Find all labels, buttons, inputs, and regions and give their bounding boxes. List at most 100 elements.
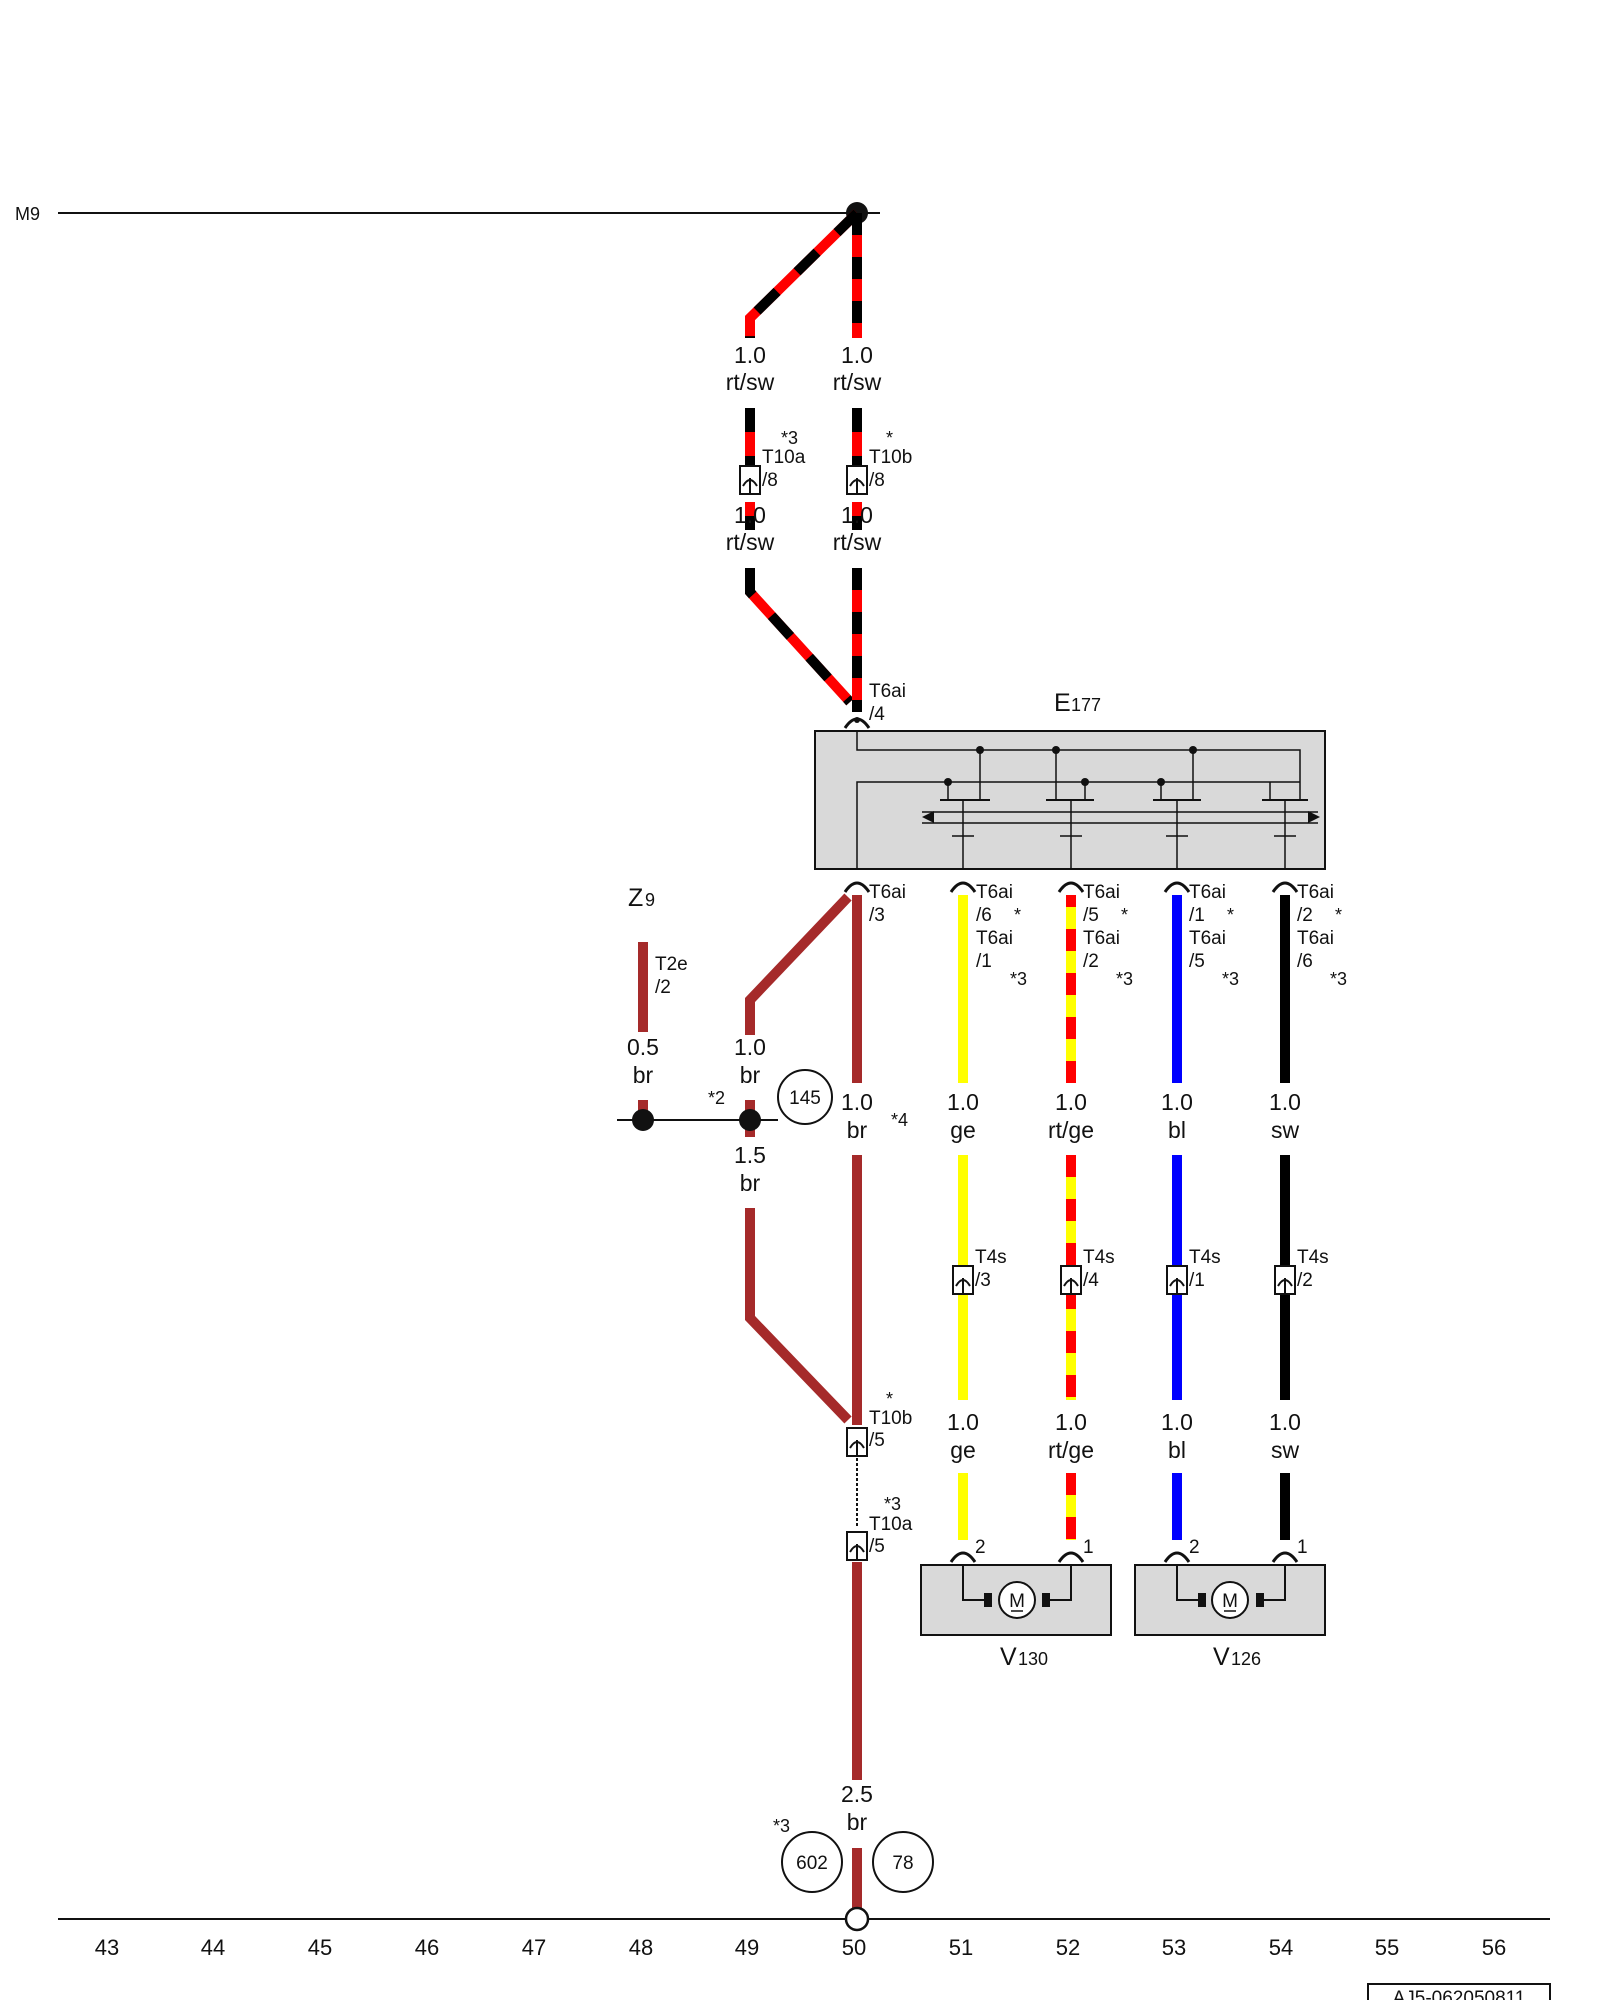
column-number: 54 xyxy=(1269,1935,1293,1960)
wire-49-gauge-mid: 1.0 xyxy=(734,502,766,528)
out-ge-pin: /6 xyxy=(976,905,992,926)
column-number: 48 xyxy=(629,1935,653,1960)
out-bl-name: T6ai xyxy=(1189,882,1226,903)
wire-50-gauge-mid: 1.0 xyxy=(841,502,873,528)
t10a-8-name: T10a xyxy=(762,447,806,468)
column-number: 45 xyxy=(308,1935,332,1960)
out-rtge-note: * xyxy=(1121,905,1128,925)
out-sw-alt-pin: /6 xyxy=(1297,951,1313,972)
out-rtge-alt-note: *3 xyxy=(1116,969,1133,989)
t2e-pin: /2 xyxy=(655,977,671,998)
out-rtge-name: T6ai xyxy=(1083,882,1120,903)
wire-49-br-color-upper: br xyxy=(740,1062,761,1088)
ground-point xyxy=(844,1906,870,1932)
t4s-3-name: T4s xyxy=(975,1247,1007,1268)
wire-49-br-gauge-lower: 1.5 xyxy=(734,1142,766,1168)
wire-54-gauge-upper: 1.0 xyxy=(1269,1089,1301,1115)
t4s-2-pin: /2 xyxy=(1297,1270,1313,1291)
ref-78-circle xyxy=(872,1831,934,1893)
t10b-5-pin: /5 xyxy=(869,1430,885,1451)
z9-wire-gauge: 0.5 xyxy=(627,1034,659,1060)
v126-number: 126 xyxy=(1231,1649,1261,1669)
splice-48 xyxy=(632,1109,654,1131)
out-bl-pin: /1 xyxy=(1189,905,1205,926)
out-sw-pin: /2 xyxy=(1297,905,1313,926)
v130-pin-2: 2 xyxy=(975,1537,986,1558)
z9-wire-color: br xyxy=(633,1062,654,1088)
motor-v130 xyxy=(920,1564,1112,1636)
e177-output-pins xyxy=(843,881,1299,893)
v126-letter: V xyxy=(1213,1643,1230,1671)
ref-602-circle xyxy=(781,1831,843,1893)
t4s-1-pin: /1 xyxy=(1189,1270,1205,1291)
t10a-8-pin: /8 xyxy=(762,470,778,491)
wire-49-color-mid: rt/sw xyxy=(726,529,775,555)
v126-pin-1: 1 xyxy=(1297,1537,1308,1558)
wire-49-color-top: rt/sw xyxy=(726,369,775,395)
t4s-3-pin: /3 xyxy=(975,1270,991,1291)
column-number: 44 xyxy=(201,1935,225,1960)
out-sw-alt-name: T6ai xyxy=(1297,928,1334,949)
t10b-8-note: * xyxy=(886,428,893,448)
splice-49 xyxy=(739,1109,761,1131)
wire-51-gauge-lower: 1.0 xyxy=(947,1409,979,1435)
connector-t10b-8 xyxy=(846,465,868,495)
wire-50-br-gauge: 1.0 xyxy=(841,1089,873,1115)
t10a-5-note: *3 xyxy=(884,1494,901,1514)
ref-78: 78 xyxy=(892,1853,913,1874)
wire-50-br-note: *4 xyxy=(891,1110,908,1130)
connector-t10a-8 xyxy=(739,465,761,495)
wire-49-rt-sw xyxy=(745,209,861,706)
doc-id-box xyxy=(1367,1983,1551,2000)
t10a-5-name: T10a xyxy=(869,1514,913,1535)
out-sw-name: T6ai xyxy=(1297,882,1334,903)
e177-letter: E xyxy=(1054,689,1071,717)
ref-145-circle xyxy=(777,1069,833,1125)
connector-t10b-5 xyxy=(846,1427,868,1457)
v126-pin-2: 2 xyxy=(1189,1537,1200,1558)
wire-50-color-top: rt/sw xyxy=(833,369,882,395)
v130-number: 130 xyxy=(1018,1649,1048,1669)
doc-id: AJ5-062050811 xyxy=(1393,1988,1526,2000)
out-rtge-pin: /5 xyxy=(1083,905,1099,926)
connector-t10a-5 xyxy=(846,1531,868,1561)
v126-symbol: M xyxy=(1222,1591,1238,1612)
wire-53-color-lower: bl xyxy=(1168,1437,1186,1463)
wire-51-color-lower: ge xyxy=(950,1437,976,1463)
ground-note: *3 xyxy=(773,1816,790,1836)
wire-54-gauge-lower: 1.0 xyxy=(1269,1409,1301,1435)
wire-50-color-mid: rt/sw xyxy=(833,529,882,555)
wire-52-gauge-lower: 1.0 xyxy=(1055,1409,1087,1435)
t4s-connectors xyxy=(952,1265,1296,1295)
wire-52-color-upper: rt/ge xyxy=(1048,1117,1094,1143)
t4s-1-name: T4s xyxy=(1189,1247,1221,1268)
ground-wire-color: br xyxy=(847,1809,868,1835)
t10b-5-note: * xyxy=(886,1389,893,1409)
out-bl-note: * xyxy=(1227,905,1234,925)
rail-label-m9: M9 xyxy=(15,204,40,224)
wire-52-color-lower: rt/ge xyxy=(1048,1437,1094,1463)
out-ge-alt-pin: /1 xyxy=(976,951,992,972)
t4s-4-name: T4s xyxy=(1083,1247,1115,1268)
out-ge-alt-name: T6ai xyxy=(976,928,1013,949)
e177-out-3-pin: /3 xyxy=(869,905,885,926)
t4s-2-name: T4s xyxy=(1297,1247,1329,1268)
t4s-4-pin: /4 xyxy=(1083,1270,1099,1291)
ref-602: 602 xyxy=(796,1853,828,1874)
column-number: 50 xyxy=(842,1935,866,1960)
v130-symbol: M xyxy=(1009,1591,1025,1612)
out-sw-alt-note: *3 xyxy=(1330,969,1347,989)
wire-53-gauge-lower: 1.0 xyxy=(1161,1409,1193,1435)
column-number: 53 xyxy=(1162,1935,1186,1960)
column-number: 47 xyxy=(522,1935,546,1960)
out-bl-alt-name: T6ai xyxy=(1189,928,1226,949)
wire-52-gauge-upper: 1.0 xyxy=(1055,1089,1087,1115)
wire-50-br-color: br xyxy=(847,1117,868,1143)
e177-out-labels: T6ai /6 * T6ai /1 *3 T6ai /5 * T6ai /2 *… xyxy=(976,882,1347,989)
out-bl-alt-note: *3 xyxy=(1222,969,1239,989)
t10b-5-name: T10b xyxy=(869,1408,912,1429)
column-number: 49 xyxy=(735,1935,759,1960)
e177-number: 177 xyxy=(1071,695,1101,715)
out-sw-note: * xyxy=(1335,905,1342,925)
